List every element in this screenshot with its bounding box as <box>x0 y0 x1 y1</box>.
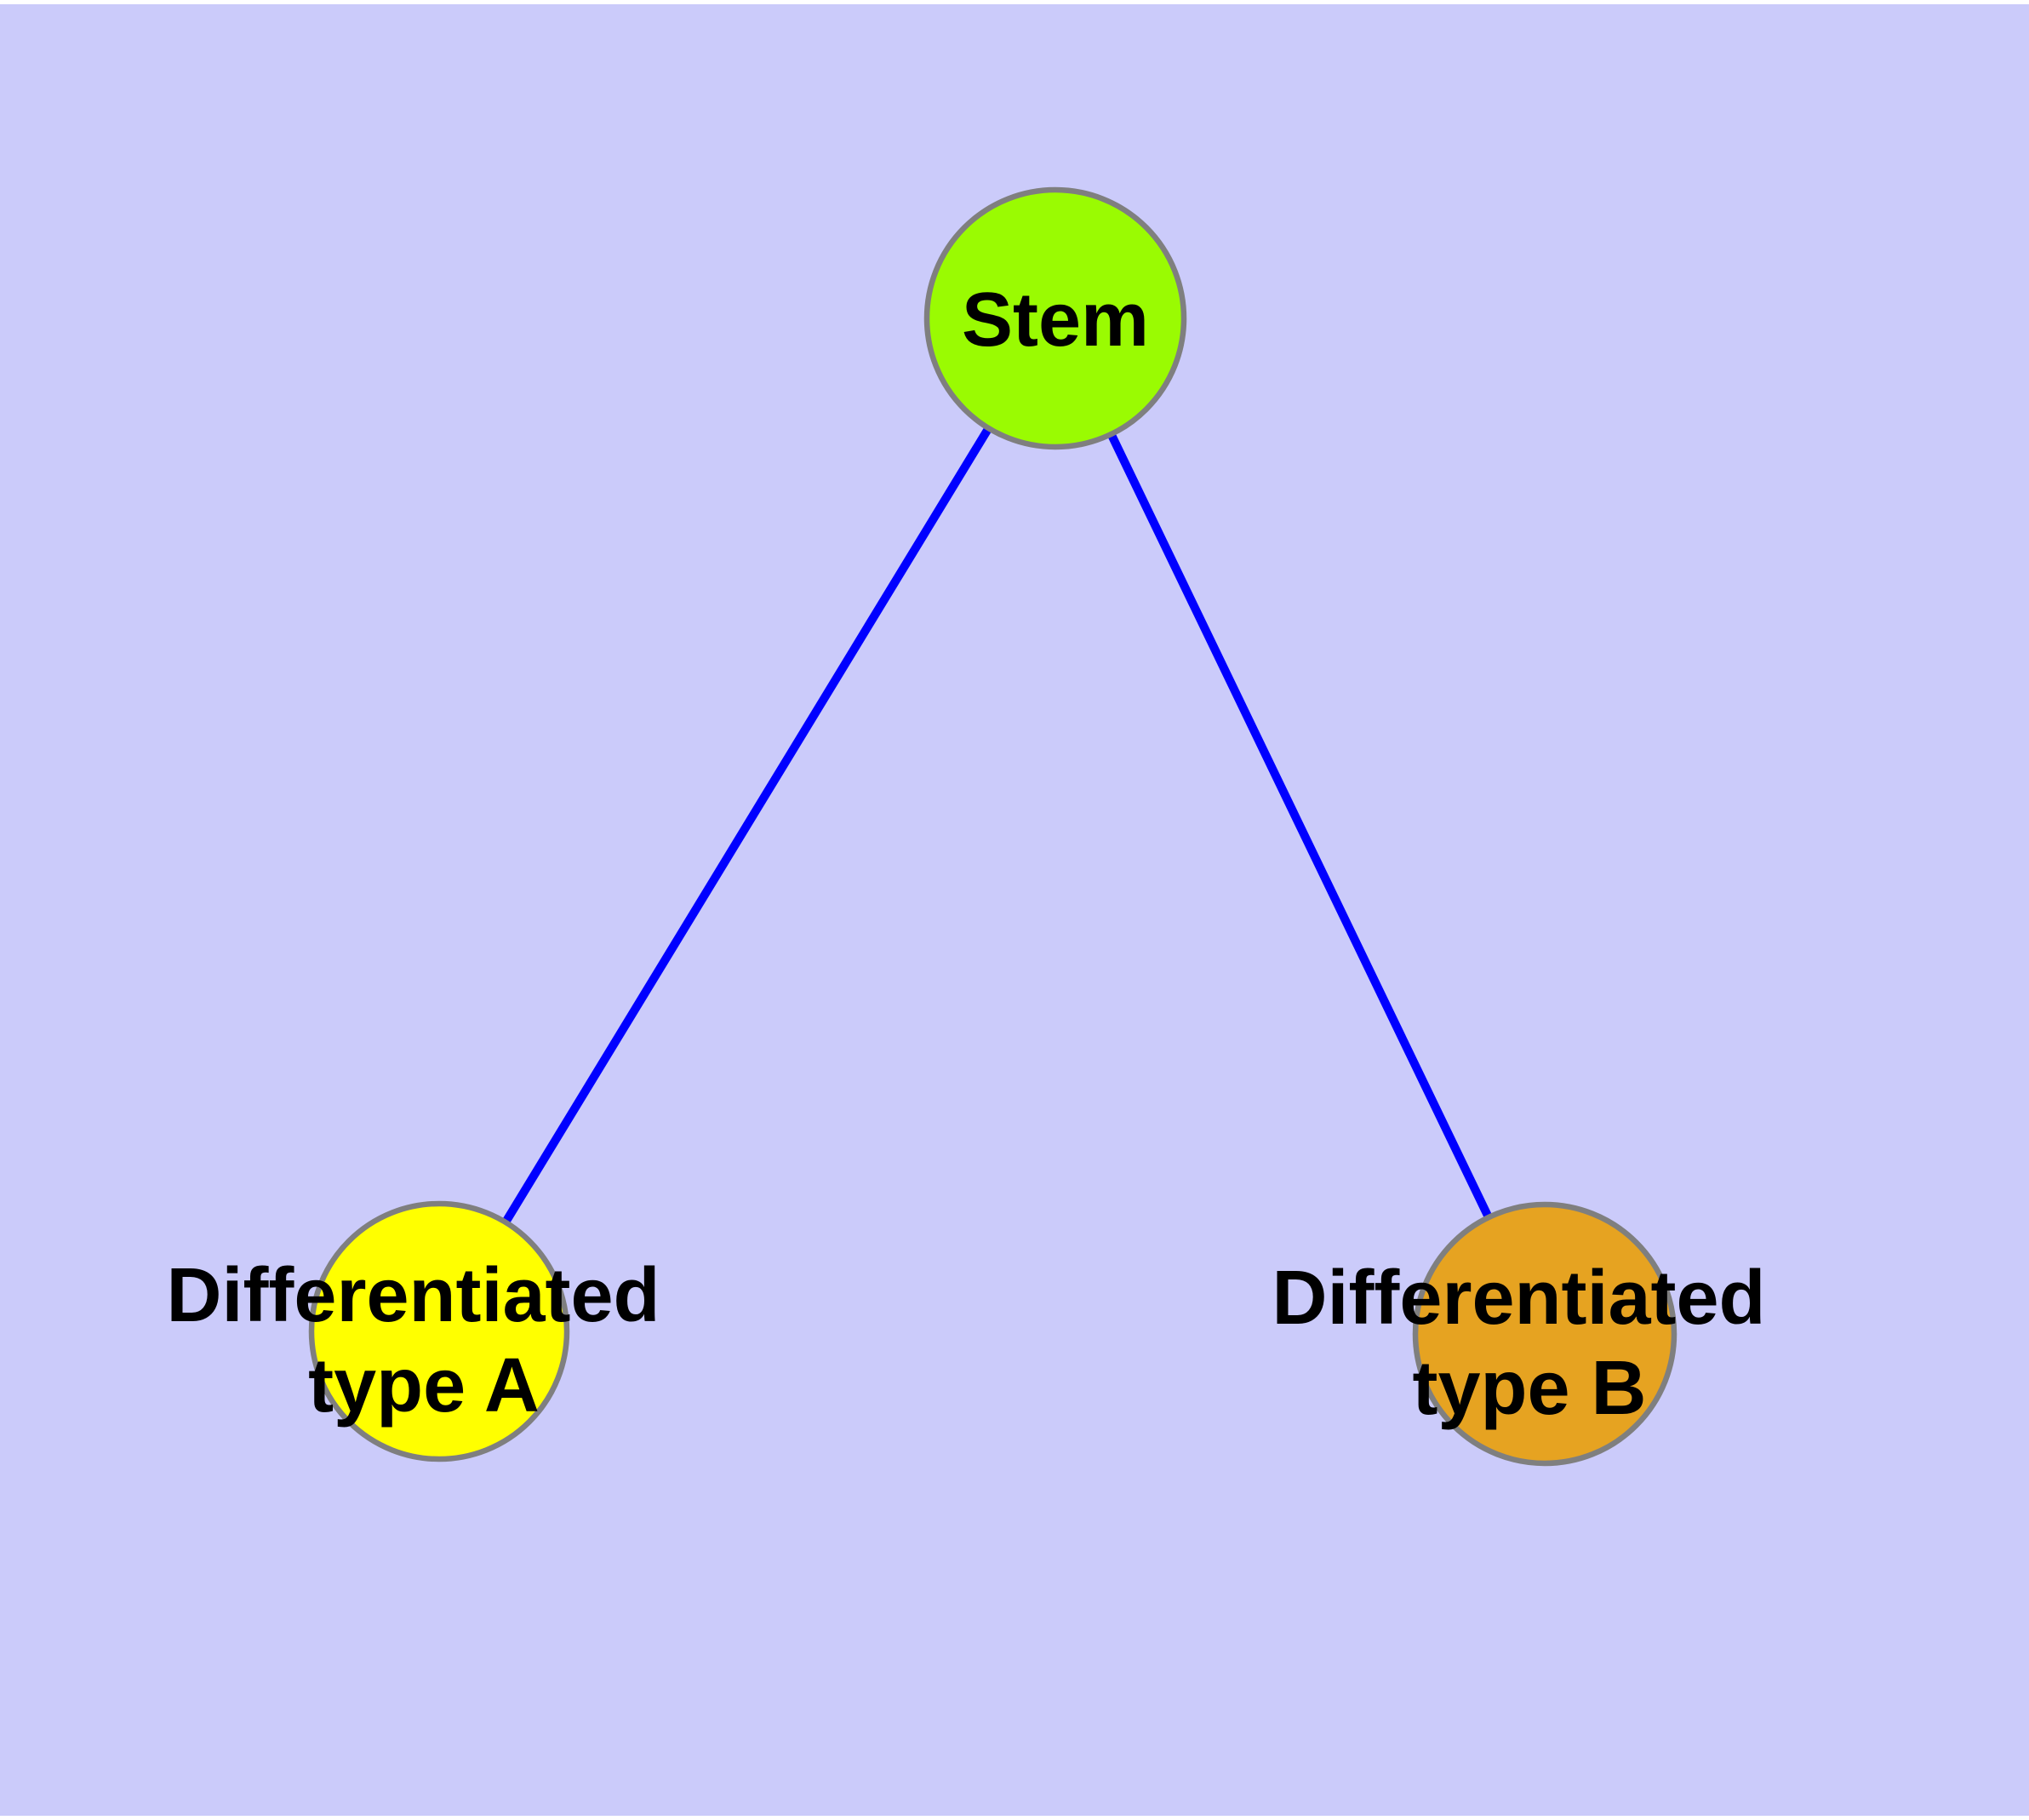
node-type-b-label-line2: type B <box>1412 1346 1646 1431</box>
node-stem-label: Stem <box>962 278 1149 363</box>
edge-stem-to-type-b <box>1051 316 1549 1336</box>
node-type-b-label: Differentiated type B <box>1272 1256 1786 1431</box>
node-type-a-circle <box>308 1200 570 1462</box>
edge-stem-to-type-a <box>435 316 1060 1334</box>
node-stem-circle <box>923 186 1187 450</box>
node-type-a-label-line2: type A <box>308 1343 540 1428</box>
node-type-a-label-line1: Differentiated <box>166 1253 660 1338</box>
node-type-b-label-line1: Differentiated <box>1272 1256 1765 1341</box>
node-type-b-circle <box>1412 1201 1677 1467</box>
node-type-a-label: Differentiated type A <box>166 1253 681 1428</box>
